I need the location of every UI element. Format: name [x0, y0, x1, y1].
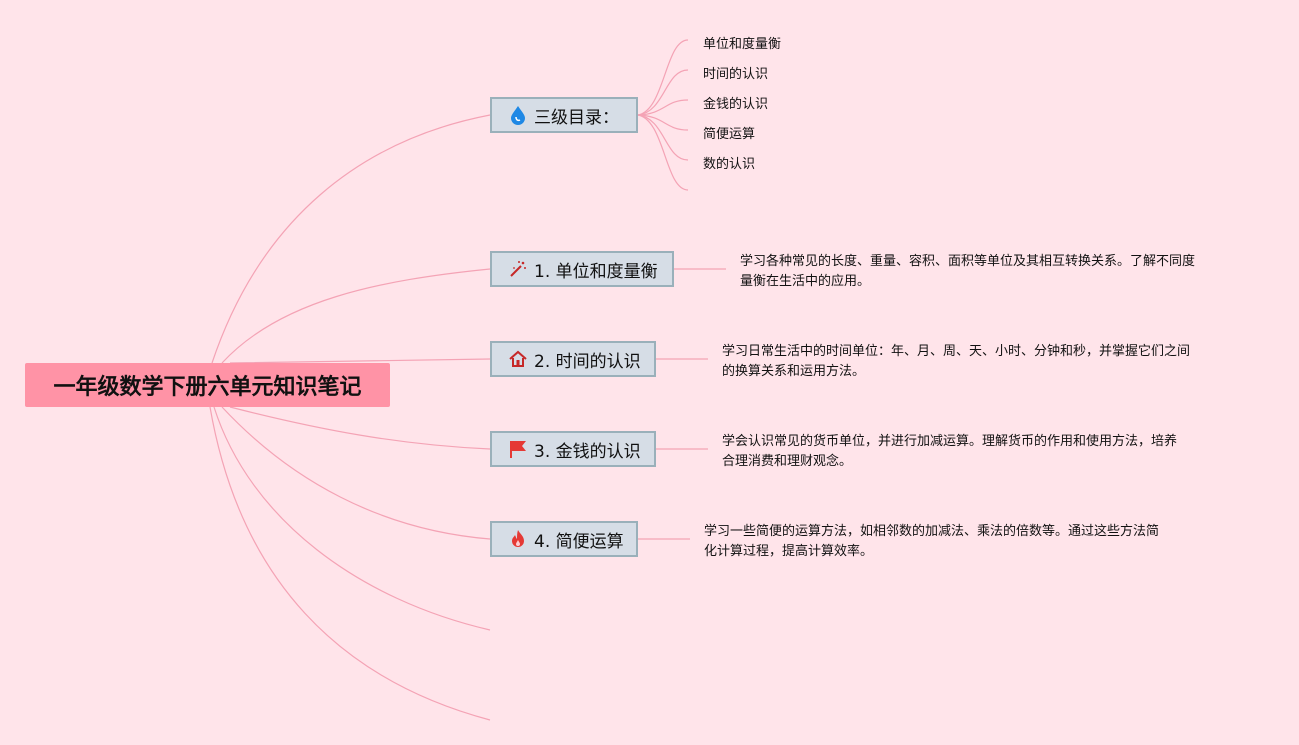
topic-2-desc-line-1: 学习日常生活中的时间单位：年、月、周、天、小时、分钟和秒，并掌握它们之间 [722, 344, 1191, 359]
connector-root-topic-4 [221, 406, 491, 540]
branch-topic-1-label: 1. 单位和度量衡 [534, 261, 658, 282]
topic-1-desc-line-2: 量衡在生活中的应用。 [740, 274, 871, 289]
connector-root-topic-3 [229, 406, 491, 450]
connector-toc-leaf-3 [637, 99, 689, 116]
connector-root-topic-2 [229, 358, 491, 364]
topic-1-desc-line-1: 学习各种常见的长度、重量、容积、面积等单位及其相互转换关系。了解不同度 [740, 254, 1196, 269]
connector-toc-leaf-1 [637, 39, 689, 116]
branch-topic-1[interactable]: 1. 单位和度量衡 [490, 251, 674, 287]
toc-leaf[interactable]: 时间的认识 [703, 67, 769, 82]
topic-4-description: 学习一些简便的运算方法，如相邻数的加减法、乘法的倍数等。通过这些方法简 化计算过… [704, 522, 1204, 562]
root-node[interactable]: 一年级数学下册六单元知识笔记 [25, 363, 390, 407]
topic-4-desc-line-2: 化计算过程，提高计算效率。 [704, 544, 874, 559]
connector-toc-leaf-2 [637, 69, 689, 116]
toc-leaf[interactable]: 简便运算 [703, 127, 756, 142]
connector-root-toc [211, 114, 491, 364]
topic-2-desc-line-2: 的换算关系和运用方法。 [722, 364, 866, 379]
magic-wand-icon [508, 259, 528, 279]
branch-toc[interactable]: 三级目录： [490, 97, 638, 133]
topic-3-desc-line-2: 合理消费和理财观念。 [722, 454, 853, 469]
topic-2-description: 学习日常生活中的时间单位：年、月、周、天、小时、分钟和秒，并掌握它们之间 的换算… [722, 342, 1222, 382]
topic-4-desc-line-1: 学习一些简便的运算方法，如相邻数的加减法、乘法的倍数等。通过这些方法简 [704, 524, 1160, 539]
fire-icon [508, 529, 528, 549]
connector-toc-leaf-5 [637, 114, 689, 161]
toc-leaf[interactable]: 金钱的认识 [703, 97, 769, 112]
connector-root-empty-1 [213, 406, 491, 631]
connector-root-empty-2 [209, 406, 491, 721]
connector-toc-leaf-4 [637, 114, 689, 131]
branch-toc-label: 三级目录： [534, 107, 619, 128]
toc-leaf[interactable]: 数的认识 [703, 157, 756, 172]
topic-3-description: 学会认识常见的货币单位，并进行加减运算。理解货币的作用和使用方法，培养 合理消费… [722, 432, 1222, 472]
water-drop-icon [508, 105, 528, 125]
connector-root-topic-1 [221, 268, 491, 364]
branch-topic-3-label: 3. 金钱的认识 [534, 441, 641, 462]
branch-topic-4-label: 4. 简便运算 [534, 531, 624, 552]
branch-topic-3[interactable]: 3. 金钱的认识 [490, 431, 656, 467]
connector-toc-leaf-6 [637, 114, 689, 191]
root-title: 一年级数学下册六单元知识笔记 [53, 375, 362, 400]
home-icon [508, 349, 528, 369]
branch-topic-4[interactable]: 4. 简便运算 [490, 521, 638, 557]
topic-3-desc-line-1: 学会认识常见的货币单位，并进行加减运算。理解货币的作用和使用方法，培养 [722, 434, 1178, 449]
toc-leaf[interactable]: 单位和度量衡 [703, 37, 782, 52]
branch-topic-2[interactable]: 2. 时间的认识 [490, 341, 656, 377]
branch-topic-2-label: 2. 时间的认识 [534, 351, 641, 372]
topic-1-description: 学习各种常见的长度、重量、容积、面积等单位及其相互转换关系。了解不同度 量衡在生… [740, 252, 1240, 292]
flag-icon [508, 439, 528, 459]
